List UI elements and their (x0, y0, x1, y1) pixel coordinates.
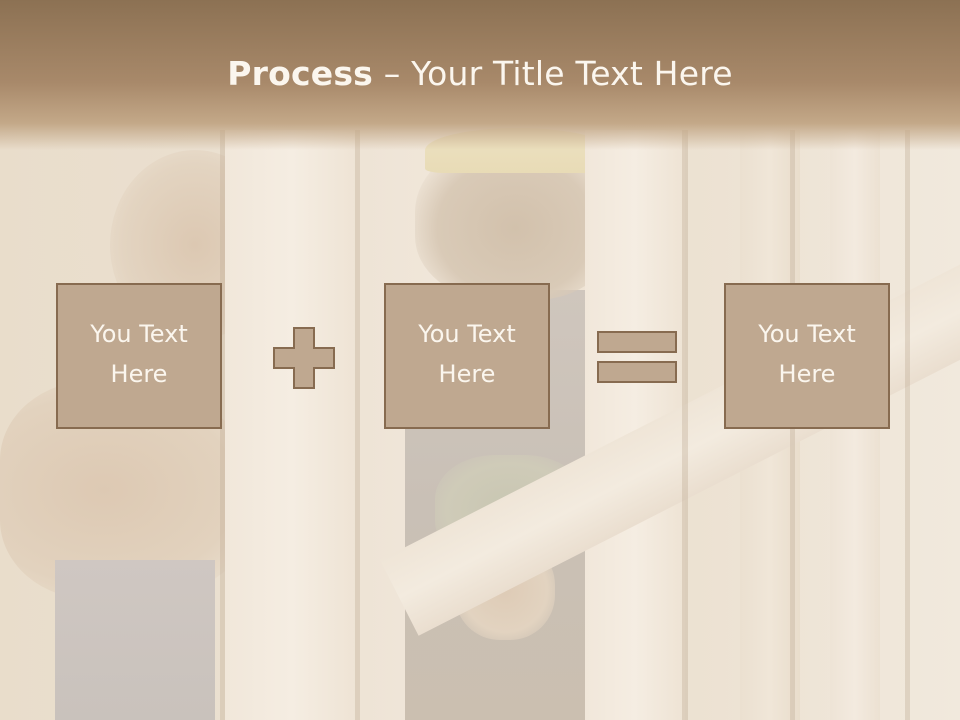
process-box-3[interactable]: You Text Here (724, 283, 890, 429)
bg-frame-line (905, 130, 910, 720)
equals-icon (597, 331, 677, 383)
title-banner (0, 0, 960, 150)
bg-frame-line (220, 130, 225, 720)
bg-frame-line (682, 130, 688, 720)
process-box-2[interactable]: You Text Here (384, 283, 550, 429)
process-box-1[interactable]: You Text Here (56, 283, 222, 429)
plus-icon (273, 327, 335, 389)
bg-dark-area (55, 560, 215, 720)
bg-wood-post (225, 130, 360, 720)
process-box-3-text: You Text Here (758, 320, 856, 388)
process-box-2-text: You Text Here (418, 320, 516, 388)
title-rest: – Your Title Text Here (373, 54, 733, 93)
slide-title[interactable]: Process – Your Title Text Here (0, 50, 960, 98)
process-box-1-text: You Text Here (90, 320, 188, 388)
bg-frame-line (355, 130, 360, 720)
title-bold: Process (227, 54, 374, 93)
